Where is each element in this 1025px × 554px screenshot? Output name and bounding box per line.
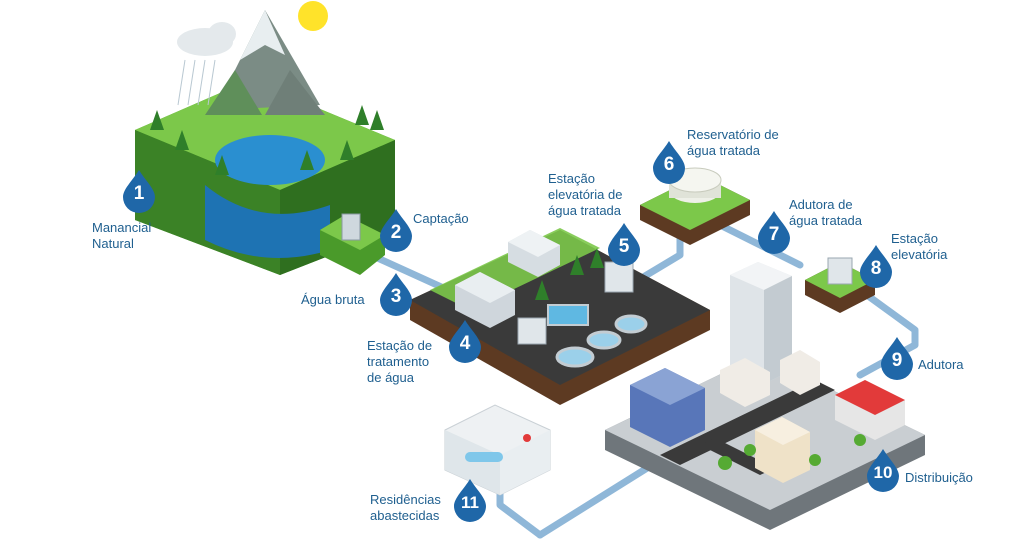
step-6-drop: 6: [650, 139, 688, 185]
water-drop-icon: [608, 223, 640, 266]
step-4-drop: 4: [446, 318, 484, 364]
water-drop-icon: [123, 170, 155, 213]
step-6-label: Reservatório de água tratada: [687, 127, 779, 158]
step-11-label: Residências abastecidas: [370, 492, 441, 523]
city-block: [605, 262, 925, 530]
step-8-label: Estação elevatória: [891, 231, 948, 262]
step-3-label: Água bruta: [301, 292, 365, 307]
residence-block: [444, 404, 551, 496]
step-2-label: Captação: [413, 211, 469, 226]
step-7-label: Adutora de água tratada: [789, 197, 863, 228]
step-1-drop: 1: [120, 168, 158, 214]
step-8-drop: 8: [857, 243, 895, 289]
pump-station-block: [805, 257, 875, 313]
water-drop-icon: [860, 245, 892, 288]
water-drop-icon: [653, 141, 685, 184]
step-11-drop: 11: [451, 477, 489, 523]
step-4-label: Estação de tratamento de água: [367, 338, 433, 385]
step-number: 3: [390, 286, 402, 307]
step-number: 5: [618, 236, 630, 257]
step-5-drop: 5: [605, 221, 643, 267]
step-number: 10: [873, 463, 893, 482]
step-number: 11: [461, 493, 479, 512]
step-10-label: Distribuição: [905, 470, 973, 485]
water-drop-icon: [758, 211, 790, 254]
step-1-label: Manancial Natural: [92, 220, 152, 251]
step-number: 9: [891, 350, 903, 371]
distribution-pipe: [536, 456, 664, 539]
step-3-drop: 3: [377, 271, 415, 317]
reservoir-block: [640, 167, 750, 245]
step-number: 6: [663, 154, 675, 175]
water-drop-icon: [449, 320, 481, 363]
island: [135, 1, 395, 275]
step-number: 4: [459, 333, 471, 354]
water-drop-icon: [380, 209, 412, 252]
step-number: 7: [768, 224, 780, 245]
water-drop-icon: [454, 479, 486, 522]
water-drop-icon: [380, 273, 412, 316]
water-drop-icon: [881, 337, 913, 380]
step-9-label: Adutora: [918, 357, 964, 372]
treatment-platform: [410, 228, 710, 405]
step-number: 8: [870, 258, 882, 279]
step-10-drop: 10: [864, 447, 902, 493]
water-drop-icon: [867, 449, 899, 492]
step-7-drop: 7: [755, 209, 793, 255]
step-2-drop: 2: [377, 207, 415, 253]
intake-block: [320, 213, 385, 275]
step-number: 2: [390, 222, 402, 243]
step-9-drop: 9: [878, 335, 916, 381]
step-number: 1: [133, 183, 145, 204]
step-5-label: Estação elevatória de água tratada: [548, 171, 623, 218]
